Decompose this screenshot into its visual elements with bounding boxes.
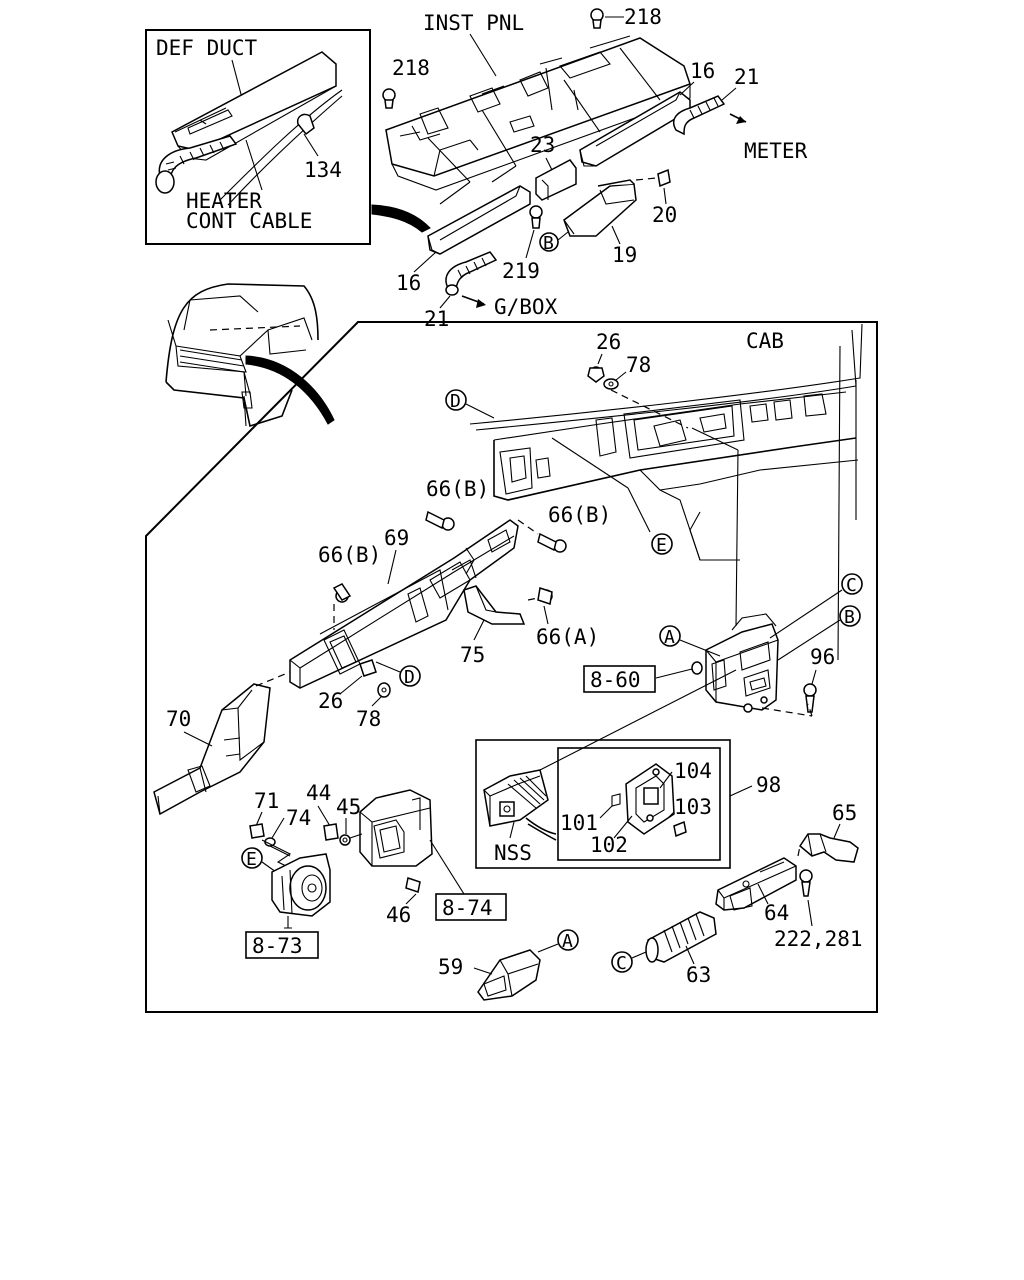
- lower-duct-parts: 59 A 63 C 64 65 222,281: [438, 801, 863, 1001]
- nss-label: NSS: [494, 841, 532, 865]
- part-46-label: 46: [386, 903, 411, 927]
- heater-cont-cable-label-2: CONT CABLE: [186, 209, 312, 233]
- part-96-label: 96: [810, 645, 835, 669]
- part-134-label: 134: [304, 158, 342, 182]
- part-63-label: 63: [686, 963, 711, 987]
- instrument-panel-assembly: INST PNL 218 218 16 21: [382, 5, 808, 331]
- part-104-label: 104: [674, 759, 712, 783]
- part-19-label: 19: [612, 243, 637, 267]
- part-75-label: 75: [460, 643, 485, 667]
- part-66b-right-label: 66(B): [548, 503, 611, 527]
- heater-cont-cable-label-1: HEATER: [186, 189, 262, 213]
- part-69-label: 69: [384, 526, 409, 550]
- cab-label: CAB: [746, 329, 784, 353]
- circle-e-top: E: [656, 535, 667, 556]
- part-65-label: 65: [832, 801, 857, 825]
- part-66b-top-label: 66(B): [426, 477, 489, 501]
- circle-d-lower: D: [404, 667, 415, 688]
- heater-unit-section: C B A 96 8-60: [583, 573, 863, 717]
- part-101-label: 101: [560, 811, 598, 835]
- cab-panel-section: CAB D 26 78 E: [445, 323, 863, 661]
- circle-d-top: D: [450, 391, 461, 412]
- circle-b-right: B: [844, 607, 855, 628]
- ref-box-8-60[interactable]: [583, 665, 656, 693]
- circle-a-right: A: [664, 627, 675, 648]
- part-219-label: 219: [502, 259, 540, 283]
- part-26-lower-label: 26: [318, 689, 343, 713]
- part-21-left-label: 21: [424, 307, 449, 331]
- ref-8-74-label: 8-74: [442, 896, 493, 920]
- def-duct-inset: DEF DUCT 134 HEATER CONT CABLE: [145, 29, 371, 245]
- cab-pointer-arrow: [245, 355, 335, 425]
- part-66a-label: 66(A): [536, 625, 599, 649]
- part-44-label: 44: [306, 781, 331, 805]
- ref-box-8-73[interactable]: [245, 931, 319, 959]
- cab-silhouette: [165, 283, 319, 428]
- circle-e-lower: E: [246, 849, 257, 870]
- g-box-label: G/BOX: [494, 295, 558, 319]
- ref-8-73-label: 8-73: [252, 934, 303, 958]
- part-103-label: 103: [674, 795, 712, 819]
- nss-inset-98: 98 NSS 104 103 101 102: [475, 669, 781, 869]
- circle-a-lower: A: [562, 931, 573, 952]
- part-222-281-label: 222,281: [774, 927, 863, 951]
- part-218-left-label: 218: [392, 56, 430, 80]
- part-78-lower-label: 78: [356, 707, 381, 731]
- ref-8-60-label: 8-60: [590, 668, 641, 692]
- part-23-label: 23: [530, 133, 555, 157]
- blower-section: 71 74 44 45 E 8-73 46: [241, 781, 507, 959]
- part-59-label: 59: [438, 955, 463, 979]
- part-78-top-label: 78: [626, 353, 651, 377]
- part-71-label: 71: [254, 789, 279, 813]
- main-frame: [145, 321, 878, 1013]
- part-16-right-label: 16: [690, 59, 715, 83]
- part-45-label: 45: [336, 795, 361, 819]
- circle-b-top: B: [543, 233, 554, 254]
- part-102-label: 102: [590, 833, 628, 857]
- circle-c-lower: C: [616, 953, 627, 974]
- part-26-top-label: 26: [596, 330, 621, 354]
- part-98-label: 98: [756, 773, 781, 797]
- inset-pointer-arrow: [371, 204, 431, 233]
- part-16-left-label: 16: [396, 271, 421, 295]
- part-20-label: 20: [652, 203, 677, 227]
- part-64-label: 64: [764, 901, 789, 925]
- part-70-label: 70: [166, 707, 191, 731]
- part-21-right-label: 21: [734, 65, 759, 89]
- circle-c-right: C: [846, 575, 857, 596]
- inst-pnl-label: INST PNL: [423, 11, 524, 35]
- ref-box-8-74[interactable]: [435, 893, 507, 921]
- def-duct-label: DEF DUCT: [156, 36, 258, 60]
- part-74-label: 74: [286, 806, 311, 830]
- meter-label: METER: [744, 139, 808, 163]
- part-218-top-label: 218: [624, 5, 662, 29]
- left-duct-assembly: 66(B) 66(B) 66(B) 69 75 66(A): [153, 477, 611, 816]
- part-66b-left-label: 66(B): [318, 543, 381, 567]
